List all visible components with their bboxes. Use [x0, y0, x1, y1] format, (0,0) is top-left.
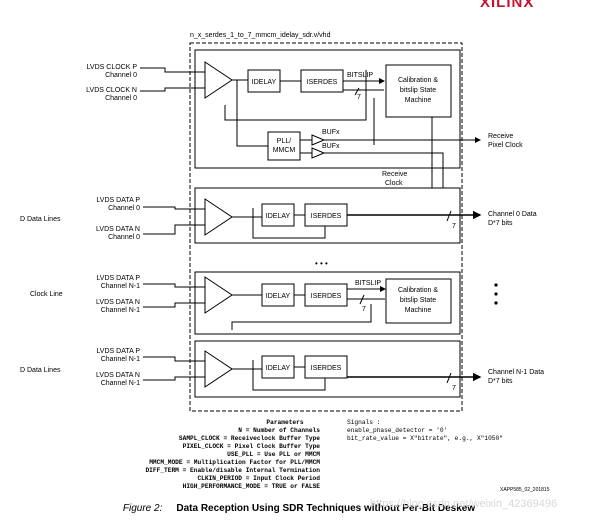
- signal-line: bit_rate_value = X"bitrate", e.g., X"105…: [347, 435, 503, 442]
- ellipsis-dot: [494, 283, 498, 287]
- d-data-lines-2: D Data Lines: [20, 367, 61, 374]
- figure-caption: Figure 2: Data Reception Using SDR Techni…: [0, 503, 598, 514]
- bufx-label-1: BUFx: [322, 129, 340, 136]
- data0-idelay-label: IDELAY: [266, 213, 291, 220]
- pll-label-2: MMCM: [273, 147, 296, 154]
- cal-top-line2: bitslip State: [400, 87, 436, 94]
- bitslip-label-top: BITSLIP: [347, 72, 373, 79]
- clock-n-label: LVDS CLOCK N: [86, 87, 137, 94]
- data0-p-channel: Channel 0: [108, 205, 140, 212]
- d-data-lines-1: D Data Lines: [20, 216, 61, 223]
- dataN-p-label: LVDS DATA P: [96, 348, 140, 355]
- clkN-iserdes-block: [304, 283, 348, 307]
- ellipsis-dot: [494, 301, 498, 305]
- data0-n-channel: Channel 0: [108, 234, 140, 241]
- receive-clock-1: Receive: [382, 171, 407, 178]
- receive-pixel-clock-1: Receive: [488, 133, 513, 140]
- cal-top-line1: Calibration &: [398, 77, 438, 84]
- bufx-label-2: BUFx: [322, 143, 340, 150]
- clock-n-channel: Channel 0: [105, 95, 137, 102]
- dataN-iserdes-label: ISERDES: [311, 365, 342, 372]
- clkN-n-channel: Channel N-1: [101, 307, 140, 314]
- channel0-out-2: D*7 bits: [488, 220, 513, 227]
- clock-p-channel: Channel 0: [105, 72, 137, 79]
- calibration-state-machine-top: [385, 64, 452, 118]
- receive-pixel-clock-2: Pixel Clock: [488, 142, 523, 149]
- channelN-out-2: D*7 bits: [488, 378, 513, 385]
- watermark: https://blog.csdn.net/weixin_42369496: [370, 498, 558, 510]
- dataN-buffer-icon: [204, 350, 233, 388]
- channel0-out-1: Channel 0 Data: [488, 211, 537, 218]
- figure-caption-text: Data Reception Using SDR Techniques with…: [176, 503, 476, 514]
- dataN-p-channel: Channel N-1: [101, 356, 140, 363]
- dataN-iserdes-block: [304, 355, 348, 379]
- clkN-idelay-label: IDELAY: [266, 293, 291, 300]
- data0-n-label: LVDS DATA N: [96, 226, 140, 233]
- clkN-p-label: LVDS DATA P: [96, 275, 140, 282]
- clock-buffer-icon: [204, 61, 233, 99]
- clock-p-label: LVDS CLOCK P: [87, 64, 138, 71]
- clkN-p-channel: Channel N-1: [101, 283, 140, 290]
- figure-id: XAPP585_02_201815: [500, 487, 550, 493]
- data0-buffer-icon: [204, 198, 233, 236]
- receive-clock-2: Clock: [385, 180, 403, 187]
- bus-width-top: 7: [357, 94, 361, 101]
- bus-width-data0: 7: [452, 223, 456, 230]
- data0-p-label: LVDS DATA P: [96, 197, 140, 204]
- bufx-icon-1: [311, 134, 326, 146]
- ellipsis-horizontal: • • •: [315, 259, 328, 268]
- ellipsis-dot: [494, 292, 498, 296]
- bitslip-label-mid: BITSLIP: [355, 280, 381, 287]
- parameters-heading: Parameters: [266, 419, 303, 426]
- parameter-line: CLKIN_PERIOD = Input Clock Period: [197, 475, 320, 482]
- signals-heading: Signals :: [347, 419, 380, 426]
- parameter-line: USE_PLL = Use PLL or MMCM: [227, 451, 320, 458]
- parameter-line: PIXEL_CLOCK = Pixel Clock Buffer Type: [183, 443, 321, 450]
- figure-label: Figure 2:: [122, 503, 163, 514]
- clock-idelay-label: IDELAY: [252, 79, 277, 86]
- cal-mid-line2: bitslip State: [400, 297, 436, 304]
- cal-mid-line1: Calibration &: [398, 287, 438, 294]
- parameters-list: N = Number of Channels SAMPL_CLOCK = Rec…: [145, 427, 320, 490]
- bufx-icon-2: [311, 147, 326, 159]
- cal-top-line3: Machine: [405, 97, 432, 104]
- dataN-idelay-label: IDELAY: [266, 365, 291, 372]
- clkN-n-label: LVDS DATA N: [96, 299, 140, 306]
- data0-iserdes-label: ISERDES: [311, 213, 342, 220]
- module-title: n_x_serdes_1_to_7_mmcm_idelay_sdr.v/vhd: [190, 32, 331, 39]
- parameter-line: N = Number of Channels: [238, 427, 320, 434]
- clkN-buffer-icon: [204, 276, 233, 314]
- calibration-state-machine-mid: [385, 278, 452, 324]
- xilinx-logo: XILINX: [480, 0, 535, 11]
- clock-line-label: Clock Line: [30, 291, 63, 298]
- parameter-line: SAMPL_CLOCK = Receiveclock Buffer Type: [179, 435, 320, 442]
- parameter-line: HIGH_PERFORMANCE_MODE = TRUE or FALSE: [183, 483, 321, 490]
- pll-label-1: PLL/: [277, 138, 291, 145]
- pll-mmcm-block: [267, 131, 301, 161]
- clock-iserdes-label: ISERDES: [307, 79, 338, 86]
- cal-mid-line3: Machine: [405, 307, 432, 314]
- module-boundary: [189, 42, 463, 412]
- dataN-n-label: LVDS DATA N: [96, 372, 140, 379]
- channelN-out-1: Channel N-1 Data: [488, 369, 544, 376]
- clkN-iserdes-label: ISERDES: [311, 293, 342, 300]
- parameter-line: MMCM_MODE = Multiplication Factor for PL…: [149, 459, 320, 466]
- bus-width-dataN: 7: [452, 385, 456, 392]
- bus-width-mid: 7: [362, 306, 366, 313]
- parameter-line: DIFF_TERM = Enable/disable Internal Term…: [145, 467, 320, 474]
- signal-line: enable_phase_detector = '0': [347, 427, 447, 434]
- dataN-n-channel: Channel N-1: [101, 380, 140, 387]
